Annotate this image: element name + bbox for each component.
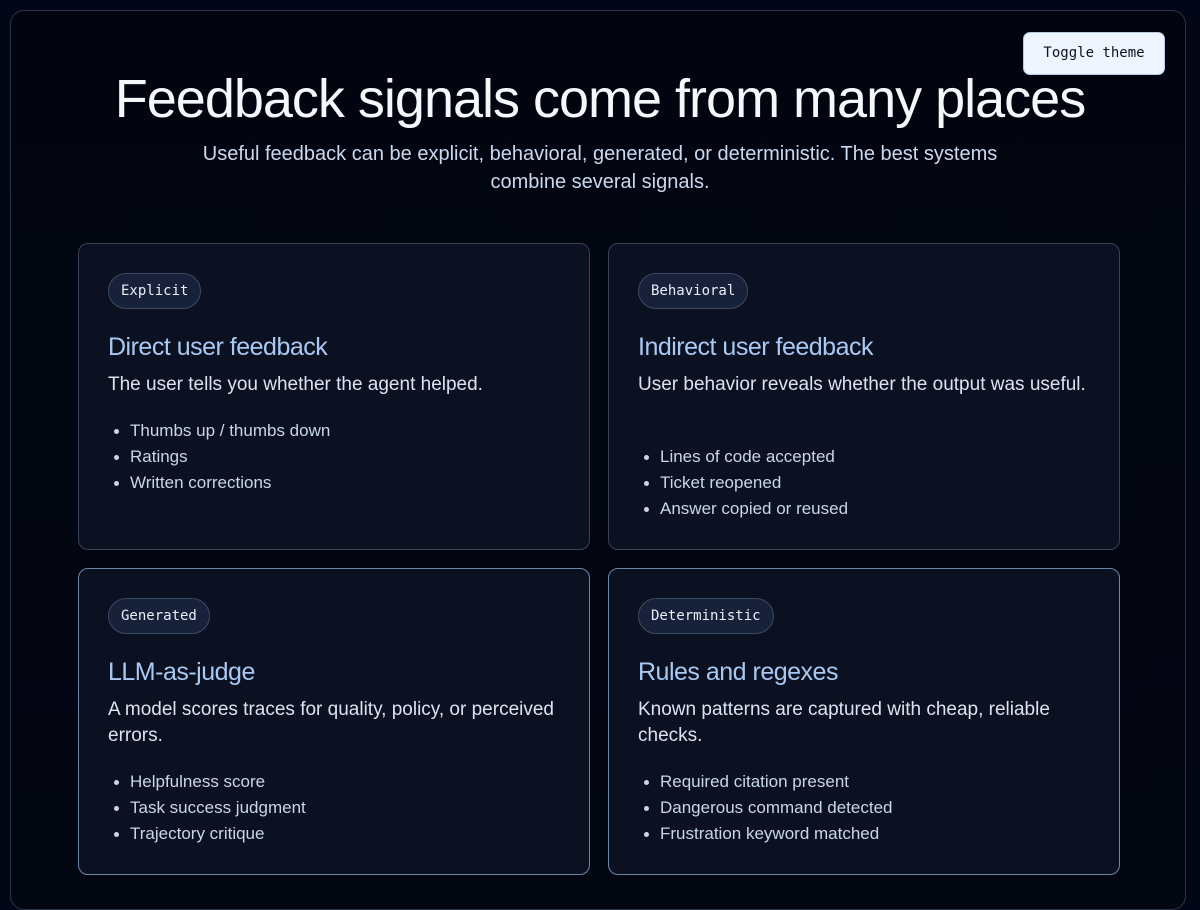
card-description: A model scores traces for quality, polic… bbox=[108, 699, 554, 746]
card-title: Rules and regexes bbox=[638, 658, 838, 686]
list-item: Ticket reopened bbox=[638, 470, 1098, 496]
card-signal-list: Lines of code accepted Ticket reopened A… bbox=[638, 444, 1098, 522]
card-signal-list: Required citation present Dangerous comm… bbox=[638, 769, 1098, 847]
card-description: User behavior reveals whether the output… bbox=[638, 374, 1086, 395]
list-item: Lines of code accepted bbox=[638, 444, 1098, 470]
list-item: Dangerous command detected bbox=[638, 795, 1098, 821]
card-behavioral: Behavioral Indirect user feedback User b… bbox=[608, 243, 1120, 550]
list-item: Written corrections bbox=[108, 470, 568, 496]
card-tag: Explicit bbox=[108, 273, 202, 309]
toggle-theme-button[interactable]: Toggle theme bbox=[1023, 32, 1165, 75]
card-signal-list: Thumbs up / thumbs down Ratings Written … bbox=[108, 418, 568, 496]
card-deterministic: Deterministic Rules and regexes Known pa… bbox=[608, 568, 1120, 875]
card-explicit: Explicit Direct user feedback The user t… bbox=[78, 243, 590, 550]
list-item: Required citation present bbox=[638, 769, 1098, 795]
list-item: Helpfulness score bbox=[108, 769, 568, 795]
card-generated: Generated LLM-as-judge A model scores tr… bbox=[78, 568, 590, 875]
card-title: Indirect user feedback bbox=[638, 333, 873, 361]
list-item: Ratings bbox=[108, 444, 568, 470]
list-item: Thumbs up / thumbs down bbox=[108, 418, 568, 444]
list-item: Trajectory critique bbox=[108, 821, 568, 847]
list-item: Answer copied or reused bbox=[638, 496, 1098, 522]
card-description: The user tells you whether the agent hel… bbox=[108, 374, 483, 395]
page-subtitle: Useful feedback can be explicit, behavio… bbox=[202, 143, 998, 193]
list-item: Task success judgment bbox=[108, 795, 568, 821]
card-description: Known patterns are captured with cheap, … bbox=[638, 699, 1050, 746]
card-tag: Behavioral bbox=[638, 273, 749, 309]
card-title: LLM-as-judge bbox=[108, 658, 255, 686]
page-title: Feedback signals come from many places bbox=[114, 69, 1086, 129]
card-title: Direct user feedback bbox=[108, 333, 328, 361]
card-tag: Deterministic bbox=[638, 598, 774, 634]
card-tag: Generated bbox=[108, 598, 210, 634]
list-item: Frustration keyword matched bbox=[638, 821, 1098, 847]
card-signal-list: Helpfulness score Task success judgment … bbox=[108, 769, 568, 847]
